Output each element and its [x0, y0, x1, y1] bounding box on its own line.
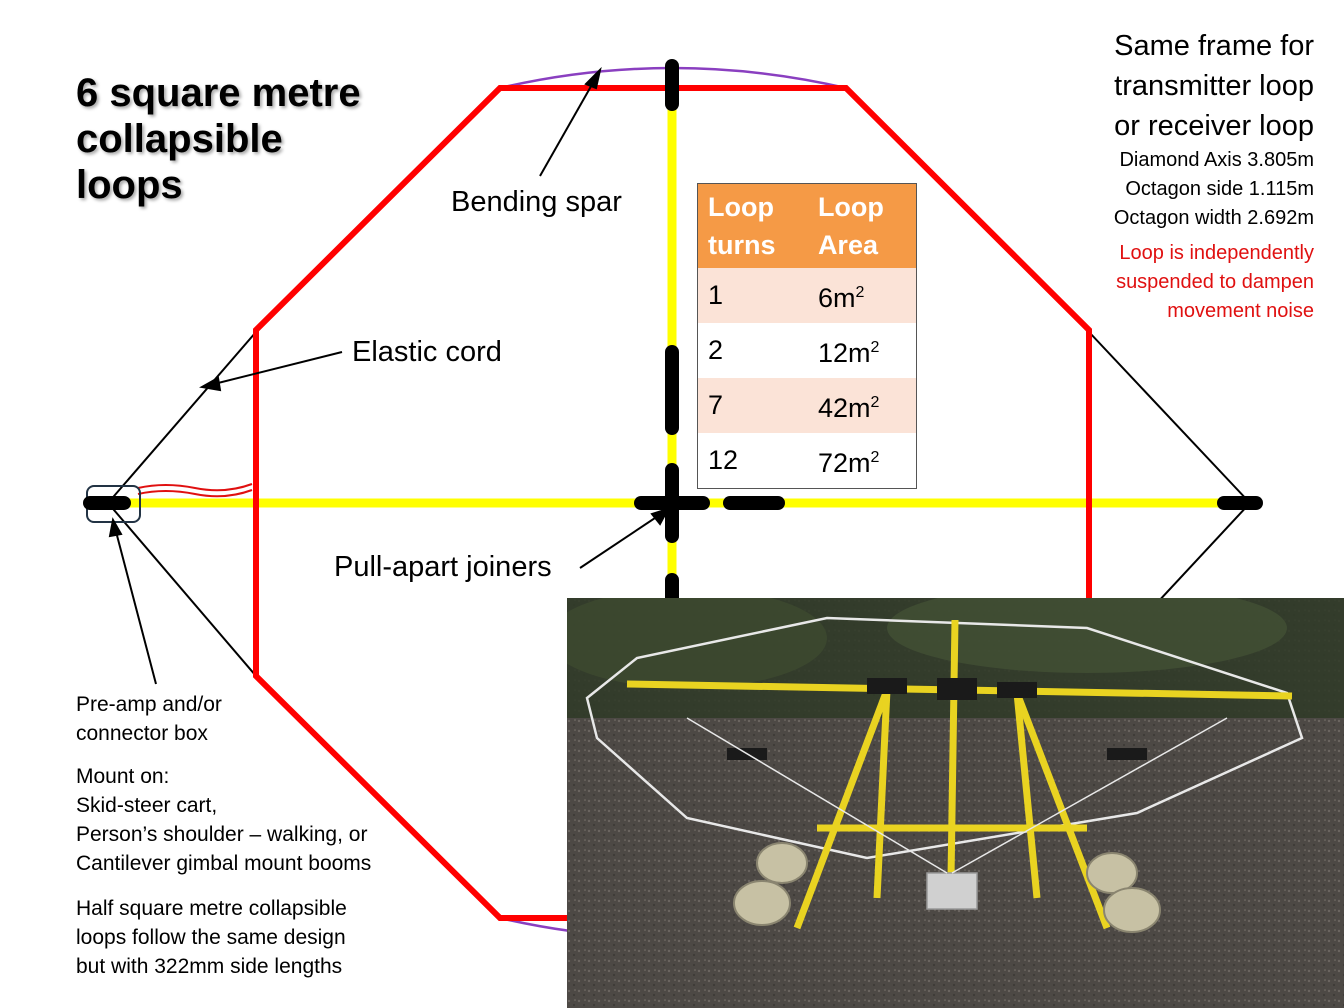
arrowhead	[199, 376, 222, 392]
spec-octagon-width: Octagon width 2.692m	[1113, 207, 1314, 229]
arrow-pull-apart	[579, 511, 665, 569]
table-row: 12 72m2	[697, 433, 917, 489]
label-elastic-cord: Elastic cord	[352, 336, 502, 368]
label-bending-spar: Bending spar	[451, 186, 622, 218]
photo-illustration	[567, 598, 1344, 1008]
label-pull-apart-joiners: Pull-apart joiners	[334, 551, 552, 583]
arrowhead	[584, 66, 602, 90]
cable	[137, 483, 253, 492]
arrow-bending-spar	[539, 73, 599, 177]
suspension-note: Loop is independently suspended to dampe…	[1116, 242, 1314, 322]
page-title: 6 square metre collapsible loops	[76, 71, 361, 207]
elastic-cord-lower-left	[107, 502, 257, 677]
half-metre-note: Half square metre collapsible loops foll…	[76, 897, 347, 978]
cable	[137, 489, 253, 498]
mount-note: Mount on: Skid-steer cart, Person’s shou…	[76, 765, 372, 875]
spec-diamond-axis: Diamond Axis 3.805m	[1119, 149, 1314, 171]
table-row: 7 42m2	[697, 378, 917, 433]
table-row: 1 6m2	[697, 268, 917, 323]
frame-info: Same frame for transmitter loop or recei…	[1114, 26, 1314, 326]
arrow-preamp	[113, 523, 157, 685]
arrowhead	[108, 517, 123, 538]
elastic-cord-upper-right	[1088, 331, 1251, 504]
elastic-cord-upper-left	[107, 331, 257, 504]
spec-octagon-side: Octagon side 1.115m	[1125, 178, 1314, 200]
table-row: 2 12m2	[697, 323, 917, 378]
preamp-note: Pre-amp and/or connector box	[76, 693, 222, 745]
arrowhead	[650, 507, 671, 526]
arrow-elastic-cord	[205, 351, 343, 387]
loop-cart-photo	[567, 598, 1344, 1008]
